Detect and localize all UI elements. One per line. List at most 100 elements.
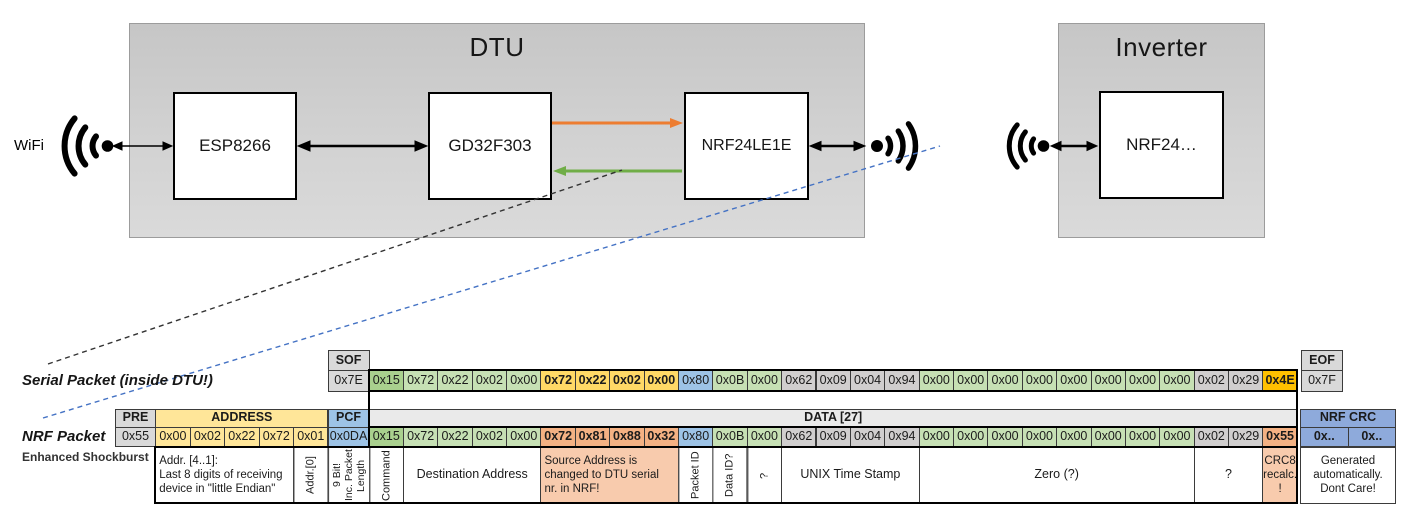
nrf-pre-value: 0x55 (115, 427, 156, 447)
annotation-cell: 9 Bit! Inc. Packet Length (327, 446, 370, 504)
nrf-byte-cell: 0x81 (574, 427, 611, 447)
serial-byte-cell: 0x02 (471, 370, 508, 392)
wifi-label: WiFi (14, 137, 44, 154)
serial-byte-cell: 0x72 (540, 370, 576, 392)
inverter-nrf24-box: NRF24… (1099, 91, 1224, 199)
nrf-byte-cell: 0x94 (884, 427, 920, 447)
serial-byte-cell: 0x4E (1262, 370, 1298, 392)
inverter-radio-icon (1006, 122, 1050, 170)
annotation-cell: Source Address is changed to DTU serial … (540, 446, 679, 504)
nrf-address-byte-cell: 0x22 (224, 427, 260, 447)
serial-eof-value: 0x7F (1301, 370, 1343, 392)
annotation-cell: CRC8 recalc. ! (1262, 446, 1298, 504)
serial-eof-header: EOF (1301, 350, 1343, 371)
annotation-cell: Command (368, 446, 404, 504)
nrf-address-header: ADDRESS (155, 408, 329, 428)
serial-byte-cell: 0x72 (402, 370, 439, 392)
serial-byte-cell: 0x00 (987, 370, 1023, 392)
nrf-byte-cell: 0x02 (471, 427, 508, 447)
annotation-cell: Data ID? (712, 446, 748, 504)
nrf-byte-cell: 0x22 (437, 427, 473, 447)
nrf-byte-cell: 0x02 (1193, 427, 1230, 447)
gd32f303-box: GD32F303 (428, 92, 552, 200)
serial-byte-cell: 0x94 (884, 370, 920, 392)
annotation-cell: Destination Address (402, 446, 542, 504)
nrf-crc-byte-cell: 0x.. (1300, 427, 1349, 447)
nrf-byte-cell: 0x00 (987, 427, 1023, 447)
nrf-byte-cell: 0x00 (1021, 427, 1058, 447)
nrf-byte-cell: 0x0B (712, 427, 748, 447)
serial-byte-cell: 0x00 (1056, 370, 1092, 392)
esp8266-label: ESP8266 (199, 136, 271, 155)
nrf-byte-cell: 0x32 (643, 427, 679, 447)
annotation-cell: Generated automatically. Dont Care! (1300, 446, 1396, 504)
nrf-byte-cell: 0x00 (1124, 427, 1161, 447)
nrf-byte-cell: 0x00 (1056, 427, 1092, 447)
serial-byte-cell: 0x02 (609, 370, 645, 392)
serial-byte-cell: 0x04 (849, 370, 886, 392)
wifi-left-icon (61, 115, 114, 177)
serial-byte-cell: 0x09 (815, 370, 851, 392)
nrf-byte-cell: 0x72 (540, 427, 576, 447)
serial-byte-cell: 0x00 (1124, 370, 1161, 392)
serial-sof-value: 0x7E (327, 370, 370, 392)
nrf-address-byte-cell: 0x01 (293, 427, 329, 447)
nrf-byte-cell: 0x55 (1262, 427, 1298, 447)
nrf-pre-header: PRE (115, 408, 156, 428)
nrf-byte-cell: 0x80 (677, 427, 714, 447)
nrf-byte-cell: 0x00 (918, 427, 954, 447)
serial-byte-cell: 0x22 (437, 370, 473, 392)
nrf-pcf-value: 0x0DA (327, 427, 370, 447)
nrf-address-byte-cell: 0x72 (258, 427, 295, 447)
nrf24le1e-box: NRF24LE1E (684, 92, 809, 200)
serial-byte-cell: 0x02 (1193, 370, 1230, 392)
annotation-cell: ? (1193, 446, 1264, 504)
annotation-cell: Addr. [4..1]: Last 8 digits of receiving… (155, 446, 295, 504)
serial-byte-cell: 0x00 (1090, 370, 1126, 392)
enhanced-shockburst-label: Enhanced Shockburst (22, 450, 149, 464)
nrf-byte-cell: 0x72 (402, 427, 439, 447)
nrf-byte-cell: 0x29 (1228, 427, 1264, 447)
nrf-byte-cell: 0x88 (609, 427, 645, 447)
nrf-byte-cell: 0x00 (953, 427, 989, 447)
annotation-cell: Zero (?) (918, 446, 1195, 504)
nrf-packet-label: NRF Packet (22, 427, 106, 445)
dtu-radio-icon (871, 121, 919, 171)
annotation-cell: ? (746, 446, 783, 504)
nrf-data-header: DATA [27] (368, 408, 1298, 428)
serial-byte-cell: 0x00 (918, 370, 954, 392)
nrf-byte-cell: 0x00 (506, 427, 542, 447)
serial-byte-cell: 0x00 (506, 370, 542, 392)
serial-byte-cell: 0x80 (677, 370, 714, 392)
nrf-crc-header: NRF CRC (1300, 408, 1396, 428)
serial-sof-header: SOF (327, 350, 370, 371)
nrf-byte-cell: 0x15 (368, 427, 404, 447)
nrf-pcf-header: PCF (327, 408, 370, 428)
serial-byte-cell: 0x29 (1228, 370, 1264, 392)
annotation-cell: Addr.[0] (293, 446, 329, 504)
serial-packet-label: Serial Packet (inside DTU!) (22, 371, 213, 389)
serial-byte-cell: 0x00 (953, 370, 989, 392)
esp8266-box: ESP8266 (173, 92, 297, 200)
serial-byte-cell: 0x00 (643, 370, 679, 392)
nrf-byte-cell: 0x62 (781, 427, 817, 447)
nrf-byte-cell: 0x00 (746, 427, 783, 447)
nrf-address-byte-cell: 0x00 (155, 427, 191, 447)
nrf-byte-cell: 0x00 (1159, 427, 1195, 447)
nrf-crc-byte-cell: 0x.. (1347, 427, 1396, 447)
nrf24le1e-label: NRF24LE1E (701, 137, 792, 154)
inverter-title: Inverter (1115, 32, 1208, 62)
serial-byte-cell: 0x62 (781, 370, 817, 392)
annotation-cell: UNIX Time Stamp (781, 446, 920, 504)
serial-byte-cell: 0x00 (1021, 370, 1058, 392)
serial-byte-cell: 0x00 (1159, 370, 1195, 392)
serial-byte-cell: 0x00 (746, 370, 783, 392)
inverter-nrf24-label: NRF24… (1126, 135, 1197, 154)
dtu-title: DTU (469, 32, 525, 62)
nrf-address-byte-cell: 0x02 (189, 427, 226, 447)
nrf-byte-cell: 0x00 (1090, 427, 1126, 447)
nrf-byte-cell: 0x04 (849, 427, 886, 447)
serial-byte-cell: 0x22 (574, 370, 611, 392)
annotation-cell: Packet ID (677, 446, 714, 504)
